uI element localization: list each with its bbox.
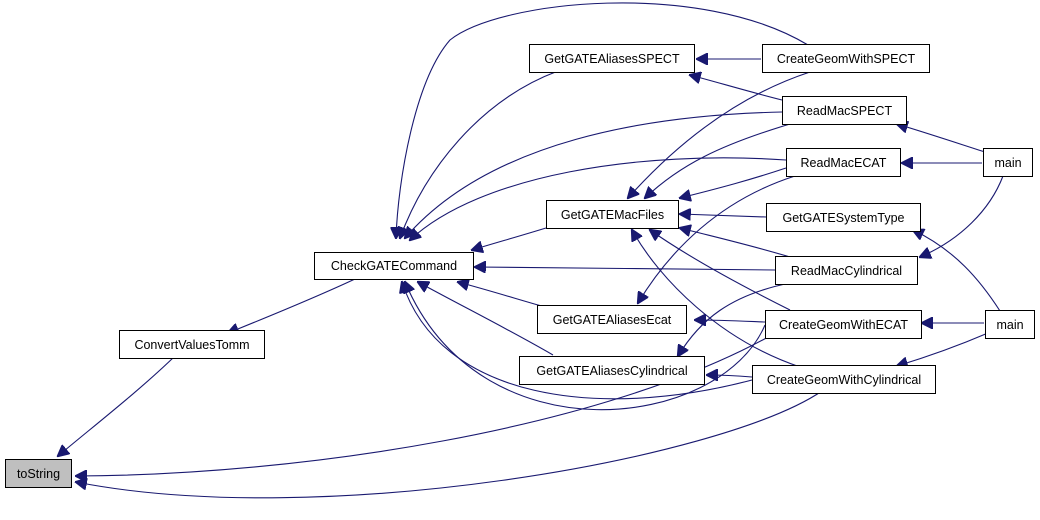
edge-convertvaluestomm-tostring: [58, 355, 176, 456]
edge-creategeomwithecat-checkgatecommand: [405, 282, 766, 411]
edge-main1-readmaccylindrical: [920, 175, 1004, 257]
node-checkgatecommand[interactable]: CheckGATECommand: [314, 252, 474, 280]
node-getgatealiasesspect[interactable]: GetGATEAliasesSPECT: [529, 44, 695, 73]
edge-creategeomwithcylindrical-getgatemacfiles: [632, 230, 801, 368]
node-creategeomwithspect[interactable]: CreateGeomWithSPECT: [762, 44, 930, 73]
edge-readmaccylindrical-getgatemacfiles: [680, 228, 791, 258]
edge-creategeomwithcylindrical-tostring: [76, 390, 823, 499]
node-convertvaluestomm[interactable]: ConvertValuesTomm: [119, 330, 265, 359]
node-creategeomwithcylindrical[interactable]: CreateGeomWithCylindrical: [752, 365, 936, 394]
edge-readmaccylindrical-getgatealiasescylindrical: [678, 282, 791, 356]
node-main-bottom[interactable]: main: [985, 310, 1035, 339]
node-readmacecat[interactable]: ReadMacECAT: [786, 148, 901, 177]
edge-main2-getgatesystemtype: [913, 230, 1001, 312]
node-getgatemacfiles[interactable]: GetGATEMacFiles: [546, 200, 679, 229]
node-creategeomwithecat[interactable]: CreateGeomWithECAT: [765, 310, 922, 339]
edge-creategeomwithecat-getgatealiasesecat: [695, 320, 766, 322]
edge-readmaccylindrical-checkgatecommand: [475, 267, 776, 270]
node-readmaccylindrical[interactable]: ReadMacCylindrical: [775, 256, 918, 285]
edge-readmacspect-getgatemacfiles: [645, 123, 791, 198]
edge-readmacecat-getgatealiasesecat: [638, 175, 796, 303]
node-tostring[interactable]: toString: [5, 459, 72, 488]
node-getgatesystemtype[interactable]: GetGATESystemType: [766, 203, 921, 232]
edge-main2-creategeomwithcylindrical: [897, 332, 989, 366]
edge-getgatealiasescylindrical-checkgatecommand: [418, 282, 554, 356]
edge-creategeomwithcylindrical-getgatealiasescylindrical: [707, 375, 753, 377]
edge-readmacecat-checkgatecommand: [410, 157, 787, 240]
edge-getgatealiasesspect-checkgatecommand: [400, 70, 559, 238]
edge-readmacspect-checkgatecommand: [405, 111, 783, 238]
edge-getgatealiasesecat-checkgatecommand: [458, 282, 546, 308]
node-getgatealiasescylindrical[interactable]: GetGATEAliasesCylindrical: [519, 356, 705, 385]
edge-checkgatecommand-convertvaluestomm: [228, 278, 356, 333]
node-getgatealiasesecat[interactable]: GetGATEAliasesEcat: [537, 305, 687, 334]
node-main-top[interactable]: main: [983, 148, 1033, 177]
edge-main1-readmacspect: [897, 124, 986, 153]
edge-creategeomwithecat-getgatemacfiles: [650, 230, 791, 311]
edge-creategeomwithspect-checkgatecommand: [396, 2, 809, 238]
edge-readmacecat-getgatemacfiles: [680, 167, 787, 198]
edge-getgatemacfiles-checkgatecommand: [472, 227, 547, 250]
node-readmacspect[interactable]: ReadMacSPECT: [782, 96, 907, 125]
edge-readmacspect-getgatealiasesspect: [690, 75, 783, 101]
edge-getgatesystemtype-getgatemacfiles: [680, 214, 767, 217]
edge-creategeomwithspect-getgatemacfiles: [628, 71, 811, 198]
